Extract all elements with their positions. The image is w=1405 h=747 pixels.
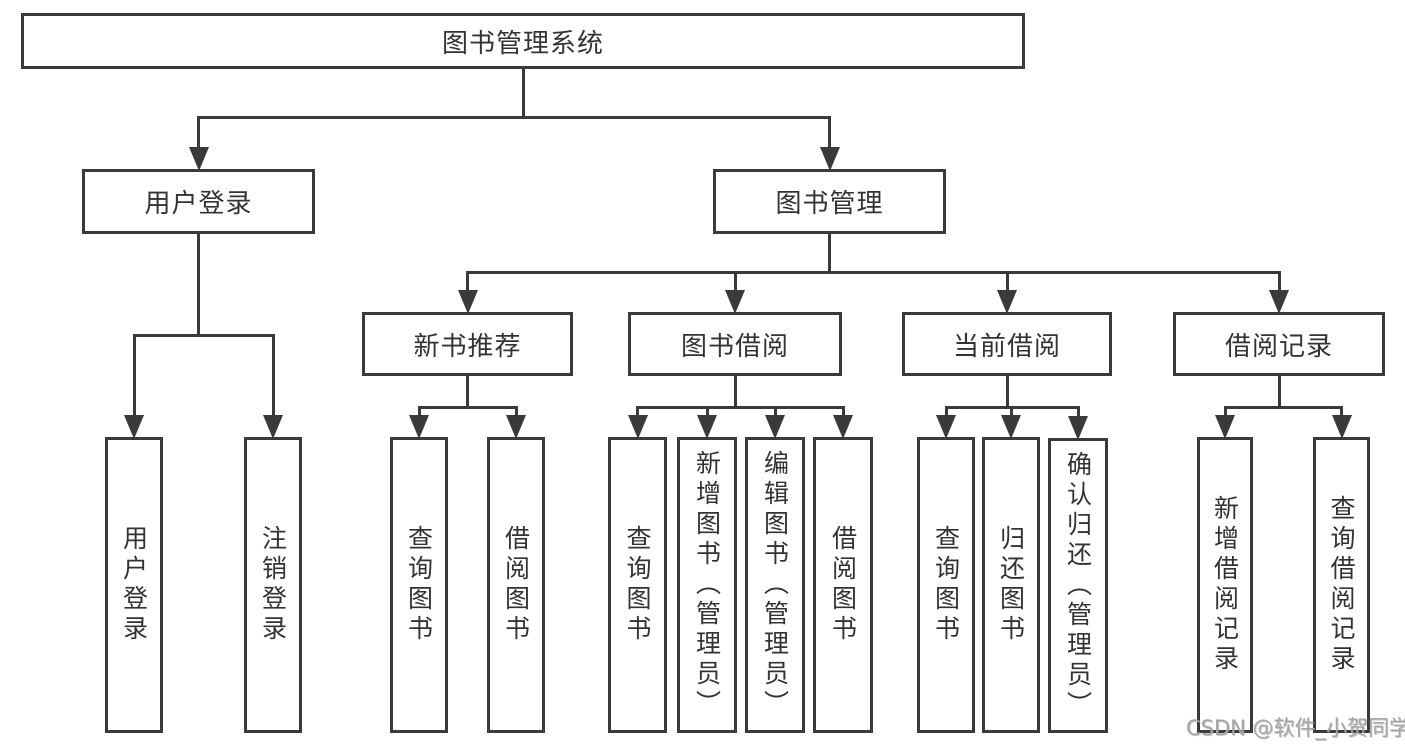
arrowhead-down-icon — [506, 415, 526, 439]
arrowhead-down-icon — [1269, 290, 1289, 314]
node-borrow-books: 借阅图书 — [813, 437, 873, 733]
connector-line — [1223, 406, 1343, 409]
connector-line — [271, 334, 275, 423]
connector-line — [705, 406, 709, 423]
connector-line — [636, 406, 639, 423]
arrowhead-down-icon — [263, 415, 283, 439]
connector-line — [1076, 406, 1080, 424]
connector-line — [1005, 374, 1009, 409]
node-book-borrowing: 图书借阅 — [628, 312, 842, 376]
connector-line — [132, 334, 136, 423]
arrowhead-down-icon — [457, 290, 478, 314]
connector-line — [417, 406, 518, 409]
node-current-borrowing: 当前借阅 — [902, 312, 1112, 376]
connector-line — [197, 232, 200, 337]
arrowhead-down-icon — [409, 415, 429, 439]
connector-line — [1223, 406, 1227, 423]
connector-line — [944, 406, 948, 423]
connector-line — [521, 67, 525, 119]
connector-line — [197, 116, 200, 155]
node-logout: 注销登录 — [244, 437, 302, 733]
connector-line — [197, 116, 831, 119]
node-new-book-recommendation: 新书推荐 — [362, 312, 573, 376]
connector-line — [132, 334, 275, 337]
connector-line — [773, 406, 777, 423]
connector-line — [466, 271, 1281, 274]
node-query-books-borrow: 查询图书 — [608, 437, 667, 733]
arrowhead-down-icon — [1215, 415, 1235, 439]
node-query-books-current: 查询图书 — [917, 437, 975, 733]
connector-line — [1009, 406, 1013, 423]
node-confirm-return-admin: 确认归还（管理员） — [1048, 438, 1108, 733]
node-edit-books-admin: 编辑图书（管理员） — [745, 437, 805, 733]
connector-line — [733, 271, 737, 298]
connector-line — [733, 374, 737, 409]
arrowhead-down-icon — [627, 415, 648, 439]
arrowhead-down-icon — [765, 415, 785, 439]
node-query-borrow-record: 查询借阅记录 — [1313, 437, 1370, 733]
node-add-books-admin: 新增图书（管理员） — [677, 437, 737, 733]
arrowhead-down-icon — [188, 147, 209, 171]
connector-line — [828, 116, 831, 155]
arrowhead-down-icon — [124, 415, 144, 439]
node-user-login: 用户登录 — [105, 437, 163, 733]
arrowhead-down-icon — [1001, 415, 1021, 439]
arrowhead-down-icon — [725, 290, 745, 314]
connector-line — [466, 271, 469, 298]
node-user-login-group: 用户登录 — [82, 169, 315, 234]
connector-line — [514, 406, 518, 423]
arrowhead-down-icon — [1331, 415, 1352, 439]
node-book-management: 图书管理 — [713, 169, 946, 234]
connector-line — [636, 406, 845, 409]
node-query-books-recommend: 查询图书 — [390, 437, 448, 733]
connector-line — [828, 232, 831, 274]
arrowhead-down-icon — [997, 290, 1017, 314]
connector-line — [841, 406, 845, 423]
arrowhead-down-icon — [697, 415, 717, 439]
arrowhead-down-icon — [1068, 416, 1088, 440]
arrowhead-down-icon — [936, 415, 956, 439]
node-return-books: 归还图书 — [982, 437, 1040, 733]
connector-line — [466, 374, 469, 409]
node-borrow-books-recommend: 借阅图书 — [487, 437, 545, 733]
arrowhead-down-icon — [819, 147, 840, 171]
arrowhead-down-icon — [833, 415, 853, 439]
connector-line — [1340, 406, 1343, 423]
node-borrowing-records: 借阅记录 — [1173, 312, 1385, 376]
connector-line — [1005, 271, 1009, 298]
node-library-management-system: 图书管理系统 — [21, 13, 1025, 69]
node-add-borrow-record: 新增借阅记录 — [1197, 437, 1253, 733]
connector-line — [1277, 374, 1281, 409]
connector-line — [1277, 271, 1281, 298]
connector-line — [417, 406, 421, 423]
csdn-watermark: CSDN @软件_小贺同学 — [1186, 716, 1405, 740]
